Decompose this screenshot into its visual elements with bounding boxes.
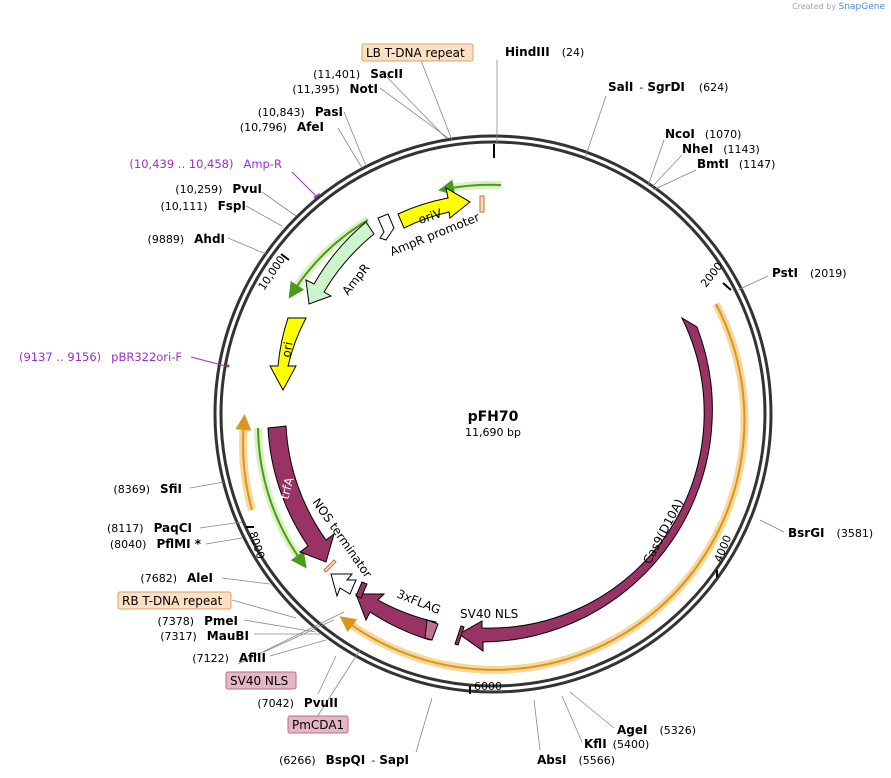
primer-line-pbr322 xyxy=(190,356,227,367)
feature-3xflag-tag xyxy=(424,619,439,641)
boxed-label-lb-tdna: LB T-DNA repeat xyxy=(361,43,474,62)
feature-rb-marker xyxy=(323,559,337,573)
orf-arc-trfA-line xyxy=(235,414,253,511)
feature-label-ampR: AmpR xyxy=(339,261,372,298)
feature-pmcda1-block xyxy=(355,581,368,599)
position-ticks xyxy=(246,144,732,694)
site-nhei: NheI(1143) xyxy=(682,142,760,156)
primer-line-ampR xyxy=(291,171,317,197)
primer-label-ampR: (10,439 .. 10,458)Amp-R xyxy=(129,157,282,171)
feature-label-ori: ori xyxy=(279,341,295,359)
svg-text:RB T-DNA repeat: RB T-DNA repeat xyxy=(122,594,223,608)
site-noti: (11,395)NotI xyxy=(292,82,378,96)
feature-cas9 xyxy=(458,316,713,652)
site-aflii: (7122)AflII xyxy=(192,651,266,665)
tick-6000: 6000 xyxy=(474,680,502,693)
site-bsrgi: BsrGI(3581) xyxy=(788,526,873,540)
leader-lines xyxy=(189,57,785,753)
boxed-label-rb-tdna: RB T-DNA repeat xyxy=(117,591,232,610)
site-alei: (7682)AleI xyxy=(140,571,213,585)
feature-label-trfA: trfA xyxy=(277,475,296,501)
site-kfli: KflI(5400) xyxy=(584,737,649,751)
backbone-outer xyxy=(213,134,773,694)
feature-ampR xyxy=(305,221,375,305)
feature-nos-terminator xyxy=(330,573,357,598)
feature-label-sv40-nls: SV40 NLS xyxy=(460,607,518,621)
site-agei: AgeI(5326) xyxy=(617,723,696,737)
feature-oriV xyxy=(397,187,471,229)
site-pasi: (10,843)PasI xyxy=(258,105,343,119)
feature-trfA xyxy=(267,425,335,563)
site-fspi: (10,111)FspI xyxy=(161,199,246,213)
feature-label-cas9: Cas9(D10A) xyxy=(640,497,686,567)
plasmid-size: 11,690 bp xyxy=(465,426,521,439)
site-psti: PstI(2019) xyxy=(772,266,847,280)
site-ncoi: NcoI(1070) xyxy=(665,127,741,141)
feature-arc-ampR-line xyxy=(288,219,369,299)
snapgene-brand: Created by SnapGene xyxy=(792,2,885,12)
primer-pbr322-dot xyxy=(226,364,230,368)
site-hindiii: HindIII(24) xyxy=(505,45,584,59)
feature-lb-marker xyxy=(479,195,485,213)
primer-ampR xyxy=(313,193,321,199)
feature-3xflag xyxy=(355,593,437,641)
backbone-inner xyxy=(219,140,767,688)
boxed-label-sv40-nls: SV40 NLS xyxy=(225,671,297,690)
orf-arc-cas9-line xyxy=(339,303,746,671)
site-pmei: (7378)PmeI xyxy=(158,614,238,628)
boxed-label-pmcda1: PmCDA1 xyxy=(287,715,349,734)
brand-name: SnapGene xyxy=(838,2,885,12)
feature-sv40-nls xyxy=(454,625,465,646)
site-absi: AbsI(5566) xyxy=(537,753,615,767)
svg-text:SV40 NLS: SV40 NLS xyxy=(230,674,288,688)
site-maubi: (7317)MauBI xyxy=(160,629,249,643)
svg-text:PmCDA1: PmCDA1 xyxy=(292,718,344,732)
site-bspqi: (6266)BspQI-SapI xyxy=(279,753,409,767)
site-ahdi: (9889)AhdI xyxy=(148,232,225,246)
site-bmti: BmtI(1147) xyxy=(697,157,775,171)
site-paqci: (8117)PaqCI xyxy=(107,521,192,535)
site-pvui: (10,259)PvuI xyxy=(175,182,262,196)
brand-prefix: Created by xyxy=(792,2,837,11)
feature-arc-left-line xyxy=(257,427,307,569)
site-pflmi: (8040)PflMI * xyxy=(110,537,202,551)
feature-ori xyxy=(269,317,307,392)
svg-text:LB T-DNA repeat: LB T-DNA repeat xyxy=(366,46,465,60)
feature-ampR-promoter xyxy=(377,213,395,241)
site-sacii: (11,401)SacII xyxy=(313,67,403,81)
site-pvuii: (7042)PvuII xyxy=(257,696,338,710)
site-sali: SalI-SgrDI(624) xyxy=(608,80,728,94)
site-sfii: (8369)SfiI xyxy=(113,482,182,496)
plasmid-name: pFH70 xyxy=(468,409,519,425)
primer-label-pbr322: (9137 .. 9156)pBR322ori-F xyxy=(19,350,182,364)
site-afei: (10,796)AfeI xyxy=(240,120,324,134)
